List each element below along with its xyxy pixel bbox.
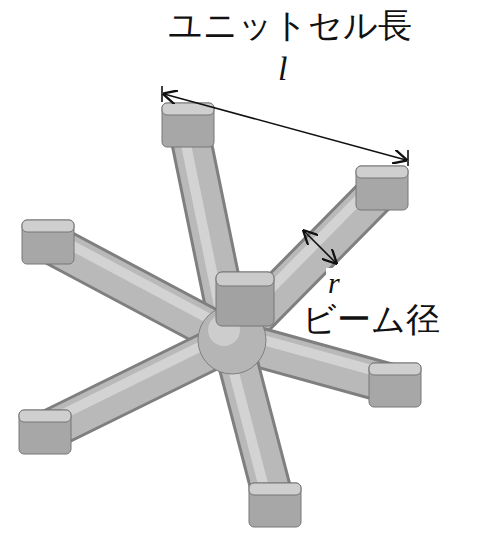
dimension-symbol: l — [276, 52, 289, 86]
dimension-symbol: r — [326, 268, 342, 298]
dimension-label: ユニットセル長 — [166, 8, 414, 42]
dimension-line — [162, 86, 408, 166]
dimension-label: ビーム径 — [300, 302, 442, 336]
diameter-arrow — [304, 231, 336, 263]
front-beam-end — [216, 272, 274, 326]
